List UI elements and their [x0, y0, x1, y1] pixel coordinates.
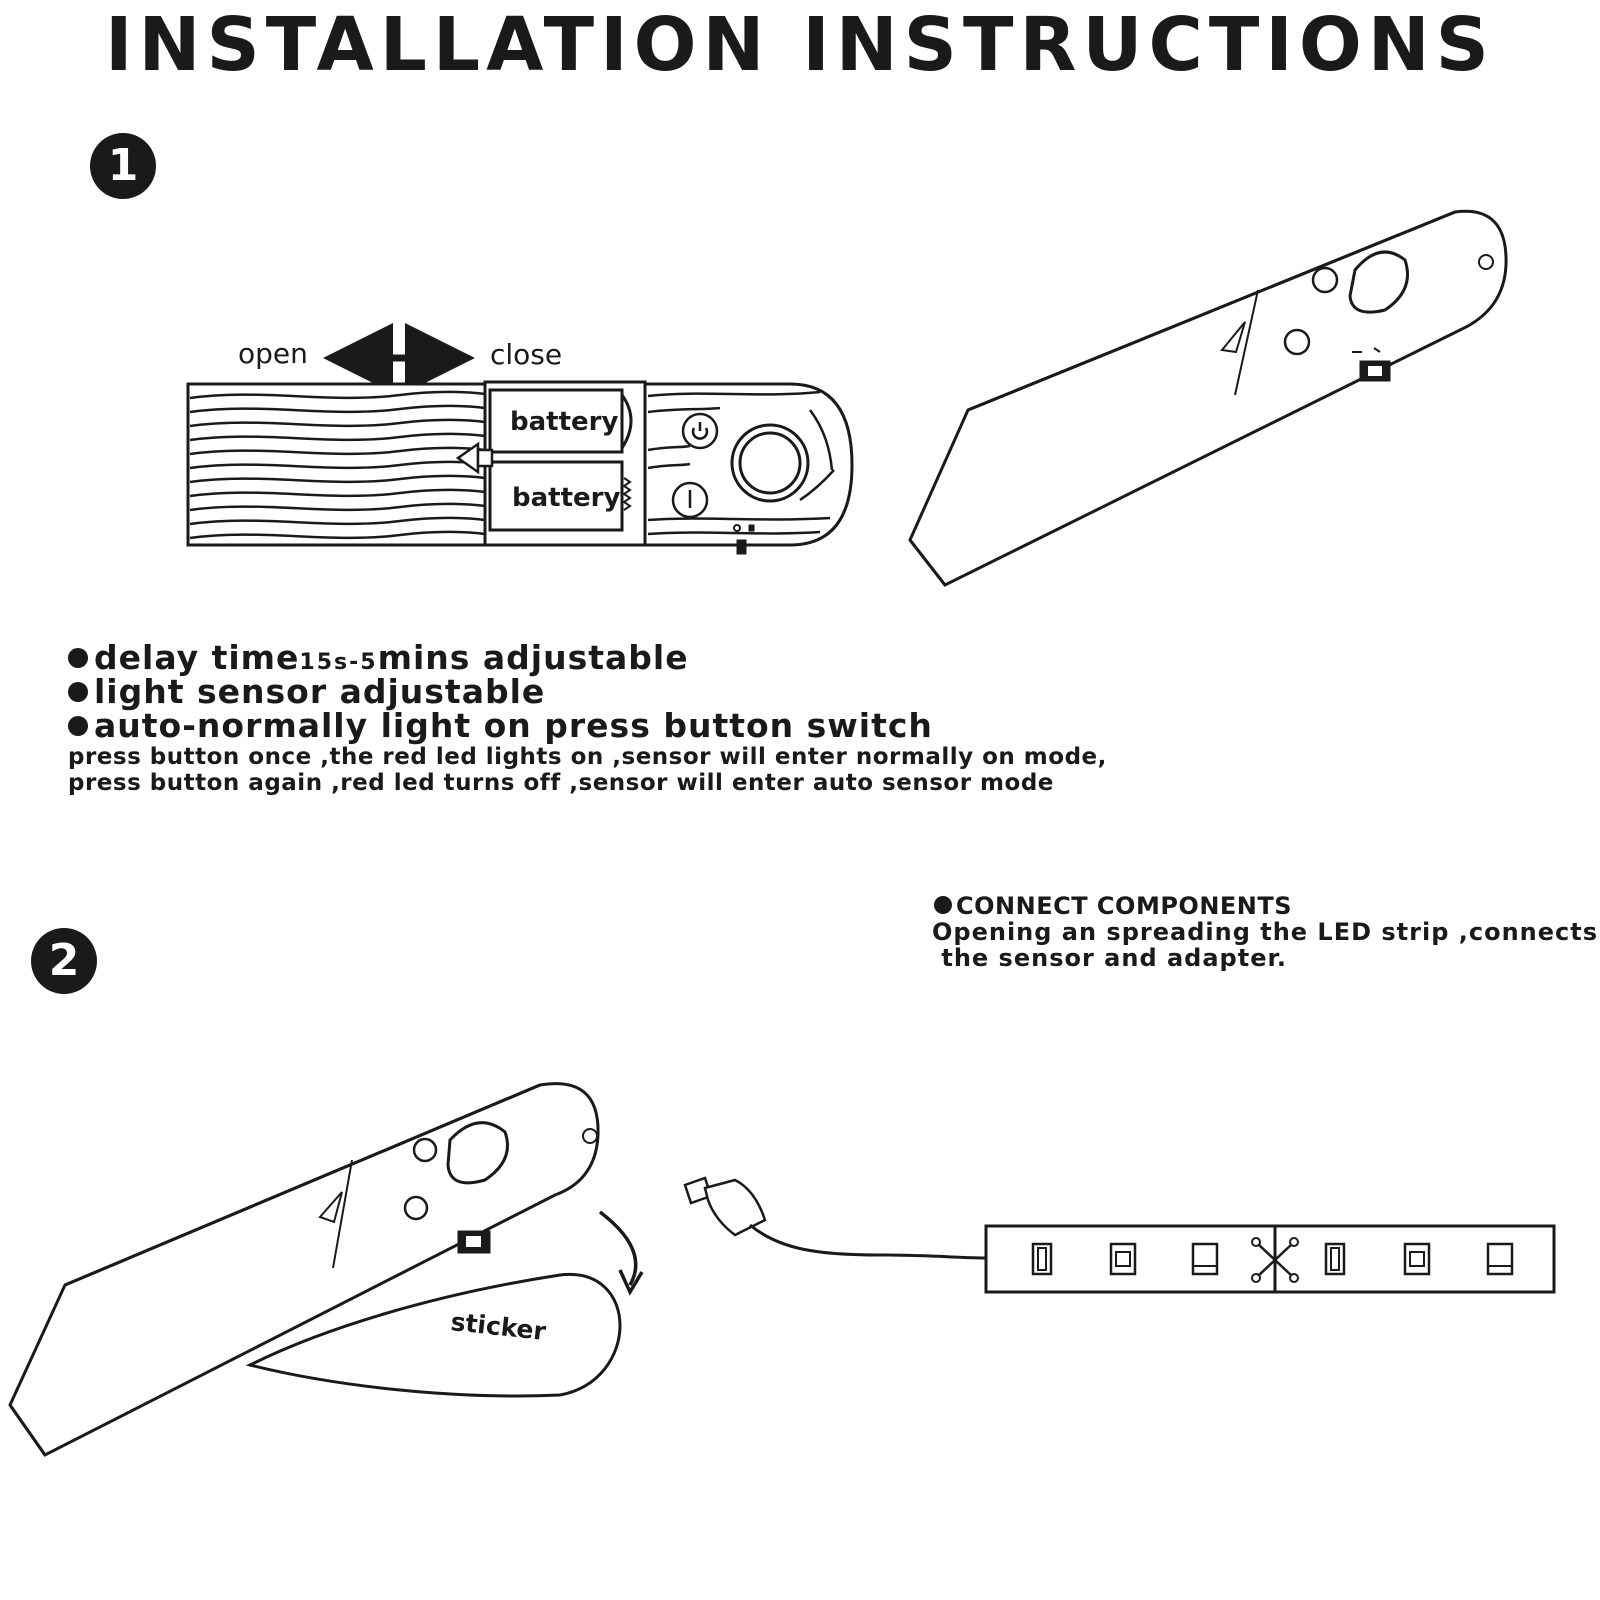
feature-light-sensor-text: light sensor adjustable	[94, 672, 546, 711]
open-label: open	[238, 337, 308, 370]
note-line-2: press button again ,red led turns off ,s…	[68, 770, 1054, 796]
feature-auto-normally: auto-normally light on press button swit…	[68, 708, 933, 744]
bullet-icon	[68, 648, 88, 668]
step-1-badge: 1	[90, 133, 156, 199]
page-title: INSTALLATION INSTRUCTIONS	[105, 2, 1495, 88]
feature-delay-rest: mins adjustable	[377, 638, 689, 677]
bullet-icon	[934, 896, 952, 914]
slide-switch-icon	[733, 524, 755, 555]
feature-delay-main: delay time	[94, 638, 300, 677]
connect-line-1: Opening an spreading the LED strip ,conn…	[932, 918, 1599, 946]
feature-auto-normally-text: auto-normally light on press button swit…	[94, 706, 933, 745]
note-line-1: press button once ,the red led lights on…	[68, 744, 1107, 770]
feature-delay-small: 15s-5	[299, 650, 378, 675]
connect-line-2: the sensor and adapter.	[932, 944, 1288, 972]
battery-label-top: battery	[510, 407, 618, 437]
sensor-3d-view	[908, 209, 1508, 587]
step-2-badge: 2	[31, 928, 97, 994]
feature-light-sensor: light sensor adjustable	[68, 674, 545, 710]
power-button-icon	[681, 412, 719, 450]
bullet-icon	[68, 682, 88, 702]
battery-compartment	[483, 380, 647, 547]
sensor-with-sticker	[8, 1082, 644, 1457]
motion-sensor-lens-icon	[730, 423, 810, 503]
close-label: close	[490, 338, 562, 371]
battery-label-bottom: battery	[512, 483, 620, 513]
feature-delay-time: delay time15s-5mins adjustable	[68, 640, 689, 681]
time-knob-icon	[671, 481, 709, 519]
connect-heading-text: CONNECT COMPONENTS	[956, 892, 1293, 920]
connect-components-heading: CONNECT COMPONENTS	[934, 892, 1292, 920]
led-strip	[984, 1224, 1556, 1294]
connector-plug	[683, 1176, 989, 1260]
battery-latch-icon	[455, 441, 494, 475]
bullet-icon	[68, 716, 88, 736]
